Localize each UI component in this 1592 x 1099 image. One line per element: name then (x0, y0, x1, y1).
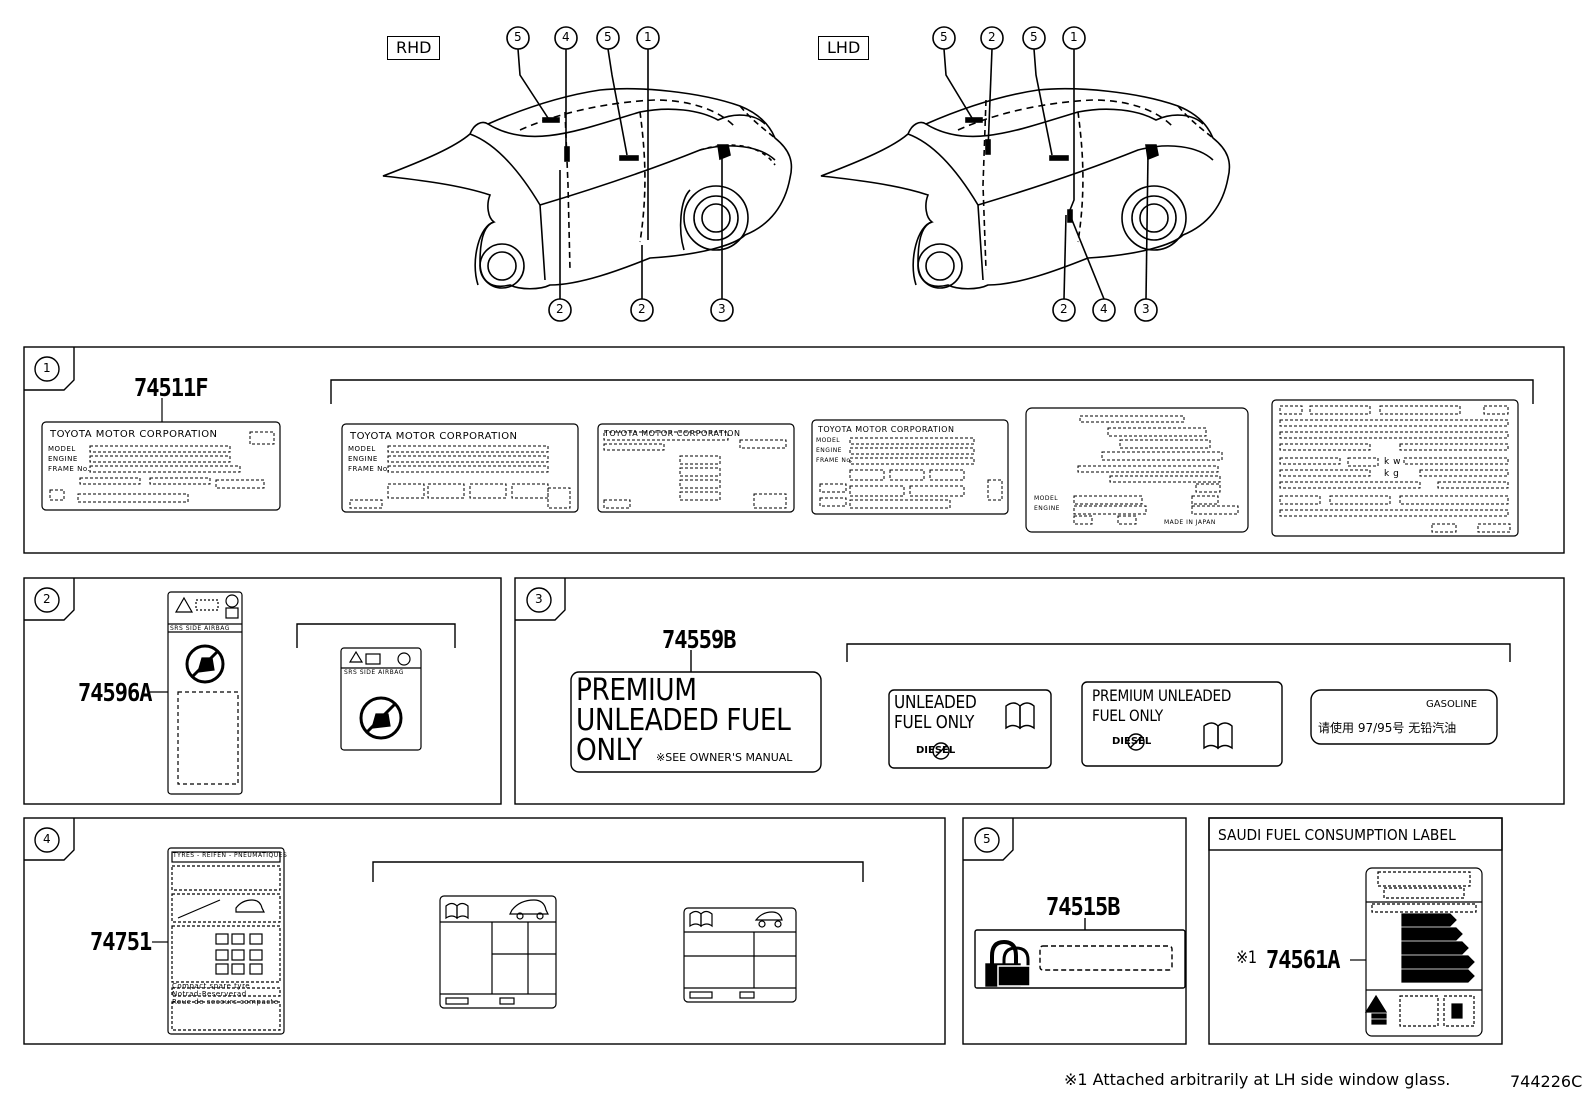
section4-number: 4 (43, 832, 51, 846)
lhd-callout-top-1: 5 (940, 30, 948, 44)
diagram-code: 744226C (1510, 1072, 1583, 1091)
label1-engine-text: ENGINE (48, 455, 78, 463)
label1-model-text: MODEL (48, 445, 76, 453)
section5-label-drawings (974, 918, 1186, 989)
rhd-callout-bottom-3: 3 (718, 302, 726, 316)
tyre-label-compact: Compact spare tyre (172, 982, 251, 990)
label2-corp-text: TOYOTA MOTOR CORPORATION (350, 431, 518, 442)
footnote-text: ※1 Attached arbitrarily at LH side windo… (1064, 1070, 1451, 1089)
lhd-label: LHD (818, 36, 870, 60)
variant3-line1: GASOLINE (1426, 699, 1478, 710)
rhd-callout-top-4: 1 (644, 30, 652, 44)
tyre-label-title: TYRES - REIFEN - PNEUMATIQUES (173, 852, 288, 859)
variant2-line1: PREMIUM UNLEADED (1092, 686, 1232, 705)
rhd-callout-bottom-1: 2 (556, 302, 564, 316)
section2-number: 2 (43, 592, 51, 606)
fuel-label-line1: PREMIUM (576, 673, 697, 708)
section1-number: 1 (43, 361, 51, 375)
variant1-line2: FUEL ONLY (894, 712, 975, 733)
part-number-74596A: 74596A (78, 679, 152, 708)
variant2-line2: FUEL ONLY (1092, 706, 1163, 725)
variant1-line1: UNLEADED (894, 692, 977, 713)
label6-kw-text: k w (1384, 457, 1401, 467)
label5-engine-text: ENGINE (1034, 505, 1060, 512)
fuel-label-line3: ONLY (576, 733, 643, 768)
variant3-line2: 请使用 97/95号 无铅汽油 (1318, 721, 1457, 735)
rhd-callout-top-1: 5 (514, 30, 522, 44)
rhd-car-illustration (382, 88, 793, 290)
part-number-74751: 74751 (90, 928, 152, 957)
lhd-callout-bottom-2: 4 (1100, 302, 1108, 316)
rhd-label: RHD (387, 36, 441, 60)
lhd-callout-bottom-3: 3 (1142, 302, 1150, 316)
label2-engine-text: ENGINE (348, 455, 378, 463)
part-number-74561A: 74561A (1266, 946, 1340, 975)
label2-model-text: MODEL (348, 445, 376, 453)
part-number-74511F: 74511F (134, 374, 208, 403)
fuel-label-line2: UNLEADED FUEL (576, 703, 791, 738)
section3-number: 3 (535, 592, 543, 606)
tyre-label-notrad: Notrad-Reserverad (172, 990, 247, 998)
part-number-74559B: 74559B (662, 626, 736, 655)
lhd-callout-bottom-1: 2 (1060, 302, 1068, 316)
section-frames (23, 346, 1565, 1045)
lhd-callouts (932, 26, 1158, 322)
label4-frame-text: FRAME No. (816, 457, 853, 464)
srs-airbag-text-1: SRS SIDE AIRBAG (170, 625, 230, 632)
rhd-callouts (506, 26, 734, 322)
lhd-callout-top-2: 2 (988, 30, 996, 44)
label2-frame-text: FRAME No. (348, 465, 391, 473)
lhd-callout-top-4: 1 (1070, 30, 1078, 44)
fuel-label-note: ※SEE OWNER'S MANUAL (656, 751, 793, 764)
label1-corp-text: TOYOTA MOTOR CORPORATION (50, 429, 218, 440)
section3-label-drawings (570, 650, 1498, 773)
variant2-diesel: DIESEL (1112, 736, 1152, 747)
label6-kg-text: k g (1384, 469, 1400, 479)
section4-label-drawings (152, 847, 797, 1035)
rhd-callout-top-2: 4 (562, 30, 570, 44)
section2-label-drawings (150, 591, 422, 795)
label4-model-text: MODEL (816, 437, 841, 444)
saudi-label-title: SAUDI FUEL CONSUMPTION LABEL (1218, 826, 1456, 844)
lhd-car-illustration (820, 88, 1231, 290)
section5-number: 5 (983, 832, 991, 846)
label3-corp-text: TOYOTA MOTOR CORPORATION (604, 429, 741, 438)
variant1-diesel: DIESEL (916, 745, 956, 756)
srs-airbag-text-2: SRS SIDE AIRBAG (344, 669, 404, 676)
label5-made-text: MADE IN JAPAN (1164, 519, 1216, 526)
saudi-footnote-mark: ※1 (1236, 948, 1257, 968)
rhd-callout-bottom-2: 2 (638, 302, 646, 316)
rhd-callout-top-3: 5 (604, 30, 612, 44)
lhd-callout-top-3: 5 (1030, 30, 1038, 44)
label4-engine-text: ENGINE (816, 447, 842, 454)
label4-corp-text: TOYOTA MOTOR CORPORATION (818, 425, 955, 434)
saudi-label-drawing (1350, 867, 1483, 1037)
part-number-74515B: 74515B (1046, 893, 1120, 922)
section1-label-drawings (41, 398, 1519, 537)
label1-frame-text: FRAME No. (48, 465, 91, 473)
label5-model-text: MODEL (1034, 495, 1059, 502)
tyre-label-roue: Roue de secours compacte (172, 998, 279, 1006)
